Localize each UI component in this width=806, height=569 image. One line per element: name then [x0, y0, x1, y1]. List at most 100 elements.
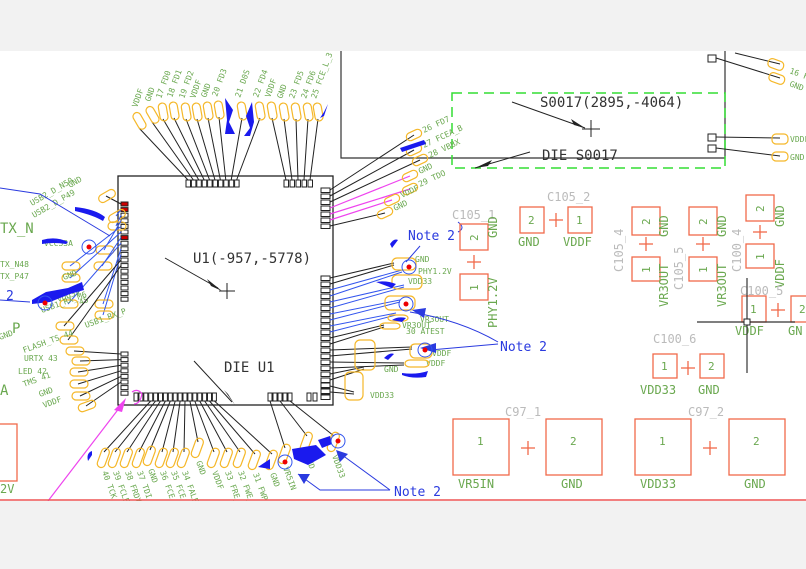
s0017-pin[interactable]	[707, 54, 717, 63]
u1-pin[interactable]	[162, 392, 168, 402]
u1-pin[interactable]	[272, 392, 278, 402]
pad[interactable]	[206, 447, 220, 469]
u1-pin[interactable]	[320, 394, 331, 400]
u1-pin[interactable]	[120, 279, 129, 285]
u1-pin[interactable]	[190, 179, 197, 188]
u1-pin[interactable]	[120, 390, 129, 396]
u1-pin[interactable]	[320, 193, 331, 199]
pad[interactable]	[157, 102, 169, 122]
u1-pin[interactable]	[120, 285, 129, 291]
u1-pin[interactable]	[158, 392, 163, 402]
test-points[interactable]	[37, 239, 433, 470]
u1-pin[interactable]	[320, 223, 331, 229]
pad[interactable]	[768, 72, 786, 86]
u1-pin[interactable]	[120, 274, 129, 280]
pad[interactable]	[401, 169, 419, 183]
pad[interactable]	[61, 273, 81, 283]
u1-pin[interactable]	[187, 392, 193, 402]
u1-pin[interactable]	[120, 291, 129, 297]
pad[interactable]	[142, 445, 156, 467]
u1-pin[interactable]	[120, 379, 129, 385]
pad[interactable]	[344, 371, 364, 401]
u1-pin[interactable]	[320, 359, 331, 365]
u1-pin[interactable]	[167, 392, 173, 402]
capacitor-pad[interactable]	[728, 418, 786, 476]
pad[interactable]	[391, 257, 417, 271]
u1-pin[interactable]	[201, 179, 208, 188]
u1-pin[interactable]	[295, 179, 301, 188]
u1-pin[interactable]	[212, 179, 218, 188]
capacitor-pad[interactable]	[519, 206, 545, 234]
u1-pin[interactable]	[320, 311, 331, 317]
u1-pin[interactable]	[120, 257, 129, 263]
u1-pin[interactable]	[267, 392, 273, 402]
capacitor-pad[interactable]	[459, 223, 489, 251]
capacitor-pad[interactable]	[688, 206, 718, 236]
pad[interactable]	[190, 437, 204, 459]
u1-pin[interactable]	[217, 179, 224, 188]
pad[interactable]	[165, 447, 179, 469]
u1-pin[interactable]	[320, 341, 331, 347]
pad[interactable]	[383, 193, 401, 207]
capacitor-pad[interactable]	[545, 418, 603, 476]
pad[interactable]	[411, 153, 429, 167]
u1-pin[interactable]	[287, 392, 293, 402]
pad[interactable]	[59, 299, 79, 309]
u1-pin[interactable]	[177, 392, 183, 402]
u1-pin[interactable]	[120, 235, 129, 241]
capacitor-pad[interactable]	[631, 206, 661, 236]
s0017-pin[interactable]	[707, 133, 717, 142]
pad[interactable]	[767, 58, 785, 72]
u1-pin[interactable]	[320, 305, 331, 311]
u1-pin[interactable]	[320, 199, 331, 205]
pad[interactable]	[391, 274, 423, 290]
pad[interactable]	[290, 102, 302, 122]
pad[interactable]	[266, 101, 278, 121]
u1-pin[interactable]	[153, 392, 159, 402]
u1-pin[interactable]	[307, 179, 313, 188]
capacitor-pad[interactable]	[745, 194, 775, 222]
u1-pin[interactable]	[289, 179, 295, 188]
u1-pin[interactable]	[277, 392, 283, 402]
pad[interactable]	[69, 379, 89, 389]
u1-pin[interactable]	[192, 392, 198, 402]
u1-pin[interactable]	[148, 392, 154, 402]
pad[interactable]	[771, 133, 789, 145]
pad[interactable]	[376, 206, 394, 220]
u1-pin[interactable]	[133, 392, 139, 402]
pad[interactable]	[93, 261, 113, 271]
capacitor-pad[interactable]	[745, 243, 775, 269]
pad[interactable]	[132, 111, 148, 131]
pad[interactable]	[247, 449, 261, 471]
pad[interactable]	[69, 367, 89, 377]
u1-pin[interactable]	[120, 251, 129, 257]
u1-pin[interactable]	[320, 353, 331, 359]
u1-pin[interactable]	[120, 263, 129, 269]
u1-component[interactable]: U1(-957,-5778) DIE U1	[117, 175, 334, 406]
u1-pin[interactable]	[320, 365, 331, 371]
u1-pin[interactable]	[120, 368, 129, 374]
u1-pin[interactable]	[301, 179, 307, 188]
capacitor-pad[interactable]	[652, 353, 678, 379]
pad[interactable]	[131, 447, 145, 469]
u1-pin[interactable]	[120, 373, 129, 379]
u1-pin[interactable]	[120, 201, 129, 207]
u1-pin[interactable]	[306, 392, 312, 402]
u1-pin[interactable]	[120, 357, 129, 363]
u1-pin[interactable]	[120, 351, 129, 357]
pad[interactable]	[278, 102, 290, 122]
pad[interactable]	[236, 101, 248, 121]
u1-pin[interactable]	[120, 385, 129, 391]
u1-pin[interactable]	[320, 382, 331, 388]
u1-pin[interactable]	[320, 187, 331, 193]
capacitor-pad[interactable]	[459, 273, 489, 301]
pad[interactable]	[771, 151, 789, 162]
u1-pin[interactable]	[320, 329, 331, 335]
capacitor-pad[interactable]	[790, 295, 806, 323]
u1-pin[interactable]	[120, 268, 129, 274]
